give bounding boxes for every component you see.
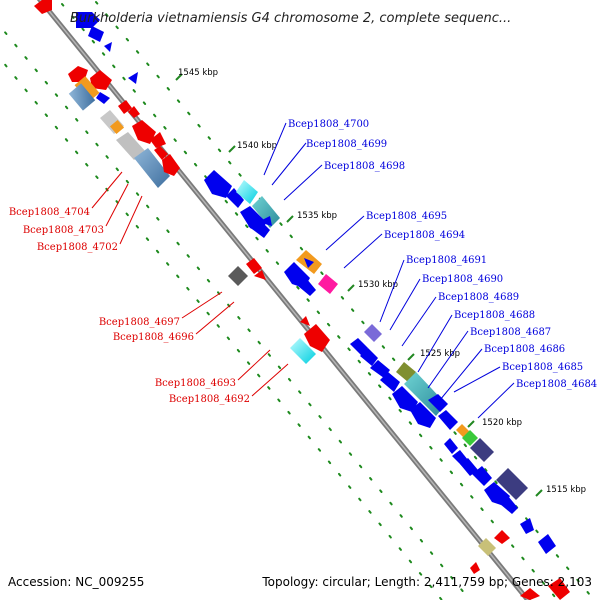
gene-label[interactable]: Bcep1808_4693 xyxy=(155,378,236,389)
gene-label[interactable]: Bcep1808_4692 xyxy=(169,394,250,405)
gene-arrow-forward[interactable] xyxy=(428,394,448,412)
gene-arrow-forward[interactable] xyxy=(104,42,112,52)
gene-arrow-forward[interactable] xyxy=(444,438,458,454)
genome-backbone-highlight xyxy=(39,0,529,600)
gene-arrow-reverse[interactable] xyxy=(470,562,480,574)
gene-label[interactable]: Bcep1808_4694 xyxy=(384,230,465,241)
gene-arrow-forward[interactable] xyxy=(410,402,436,428)
gene-arrow-reverse[interactable] xyxy=(254,270,266,280)
kbp-label: 1540 kbp xyxy=(237,141,277,151)
gene-arrow-reverse[interactable] xyxy=(128,106,140,118)
gene-arrow-forward[interactable] xyxy=(370,360,390,378)
gene-block-khaki[interactable] xyxy=(478,538,496,556)
map-title: Burkholderia vietnamiensis G4 chromosome… xyxy=(70,11,511,26)
gene-arrow-forward[interactable] xyxy=(500,496,518,514)
gene-block-cyan[interactable] xyxy=(290,338,316,364)
gene-arrow-forward[interactable] xyxy=(472,466,492,486)
gene-label[interactable]: Bcep1808_4684 xyxy=(516,379,597,390)
gene-arrow-forward[interactable] xyxy=(226,188,244,208)
gene-block-cyan[interactable] xyxy=(236,180,258,204)
gene-label[interactable]: Bcep1808_4697 xyxy=(99,317,180,328)
gene-arrow-reverse[interactable] xyxy=(520,588,540,600)
gene-arrow-reverse[interactable] xyxy=(162,154,180,176)
gene-block-purple[interactable] xyxy=(364,324,382,342)
gene-arrow-forward[interactable] xyxy=(204,170,232,198)
gene-arrow-forward[interactable] xyxy=(76,12,100,28)
gene-arrow-reverse[interactable] xyxy=(154,146,168,160)
kbp-label: 1530 kbp xyxy=(358,280,398,290)
leader-lines-right xyxy=(263,122,515,419)
gene-arrow-forward[interactable] xyxy=(96,92,110,104)
gene-block-teal[interactable] xyxy=(252,196,280,228)
gene-label[interactable]: Bcep1808_4685 xyxy=(502,362,583,373)
gene-arrow-forward[interactable] xyxy=(258,216,272,226)
gene-arrow-forward[interactable] xyxy=(460,458,478,476)
gene-block-orange[interactable] xyxy=(74,76,100,102)
gene-label[interactable]: Bcep1808_4687 xyxy=(470,327,551,338)
gene-block-darkgray[interactable] xyxy=(228,266,248,286)
gene-arrow-reverse[interactable] xyxy=(494,530,510,544)
gene-arrow-reverse[interactable] xyxy=(150,132,166,148)
gene-arrow-forward[interactable] xyxy=(392,386,418,412)
gene-arrow-forward[interactable] xyxy=(438,410,458,430)
gene-block-steel[interactable] xyxy=(68,83,96,111)
gene-features[interactable] xyxy=(34,0,570,600)
gene-arrow-forward[interactable] xyxy=(520,518,534,534)
gene-label[interactable]: Bcep1808_4698 xyxy=(324,161,405,172)
gene-label[interactable]: Bcep1808_4699 xyxy=(306,139,387,150)
kbp-label: 1515 kbp xyxy=(546,485,586,495)
gene-label[interactable]: Bcep1808_4689 xyxy=(438,292,519,303)
kbp-label: 1525 kbp xyxy=(420,349,460,359)
gene-arrow-forward[interactable] xyxy=(380,372,400,392)
gene-arrow-reverse[interactable] xyxy=(548,578,570,600)
gene-arrow-forward[interactable] xyxy=(128,72,138,84)
gene-block-steel[interactable] xyxy=(134,148,170,188)
gene-arrow-forward[interactable] xyxy=(88,26,104,42)
gene-label[interactable]: Bcep1808_4691 xyxy=(406,255,487,266)
topology-text: Topology: circular; Length: 2,411,759 bp… xyxy=(261,575,592,589)
kbp-label: 1535 kbp xyxy=(297,211,337,221)
gene-arrow-reverse[interactable] xyxy=(90,70,112,90)
tick-marks xyxy=(175,73,543,497)
kbp-label: 1520 kbp xyxy=(482,418,522,428)
gene-arrow-reverse[interactable] xyxy=(132,120,156,144)
gene-arrow-reverse[interactable] xyxy=(304,324,330,352)
kbp-label: 1545 kbp xyxy=(178,68,218,78)
gene-block-darkslate[interactable] xyxy=(470,438,494,462)
gene-label[interactable]: Bcep1808_4695 xyxy=(366,211,447,222)
gene-arrow-forward[interactable] xyxy=(538,534,556,554)
gene-arrow-reverse[interactable] xyxy=(34,0,52,14)
gene-label[interactable]: Bcep1808_4704 xyxy=(9,207,90,218)
gene-arrow-reverse[interactable] xyxy=(246,258,262,274)
gene-block-green[interactable] xyxy=(462,430,478,446)
gene-label[interactable]: Bcep1808_4700 xyxy=(288,119,369,130)
gene-arrow-forward[interactable] xyxy=(484,482,510,506)
gene-label[interactable]: Bcep1808_4702 xyxy=(37,242,118,253)
gene-label[interactable]: Bcep1808_4690 xyxy=(422,274,503,285)
accession-text: Accession: NC_009255 xyxy=(8,575,144,589)
gene-arrow-forward[interactable] xyxy=(248,218,270,238)
gene-block-orange[interactable] xyxy=(109,119,125,135)
gene-arrow-forward[interactable] xyxy=(350,338,368,356)
gene-arrow-forward[interactable] xyxy=(304,258,314,268)
gene-label[interactable]: Bcep1808_4703 xyxy=(23,225,104,236)
gene-label[interactable]: Bcep1808_4688 xyxy=(454,310,535,321)
gene-arrow-forward[interactable] xyxy=(298,278,316,296)
gene-label[interactable]: Bcep1808_4696 xyxy=(113,332,194,343)
gene-arrow-forward[interactable] xyxy=(360,348,378,366)
gene-arrow-reverse[interactable] xyxy=(118,100,132,114)
leader-lines-left xyxy=(91,171,289,397)
gene-arrow-reverse[interactable] xyxy=(300,316,310,326)
gene-block-magenta[interactable] xyxy=(318,274,338,294)
gene-block-gray[interactable] xyxy=(116,132,146,160)
gene-block-darkslate[interactable] xyxy=(496,468,528,500)
gene-label[interactable]: Bcep1808_4686 xyxy=(484,344,565,355)
